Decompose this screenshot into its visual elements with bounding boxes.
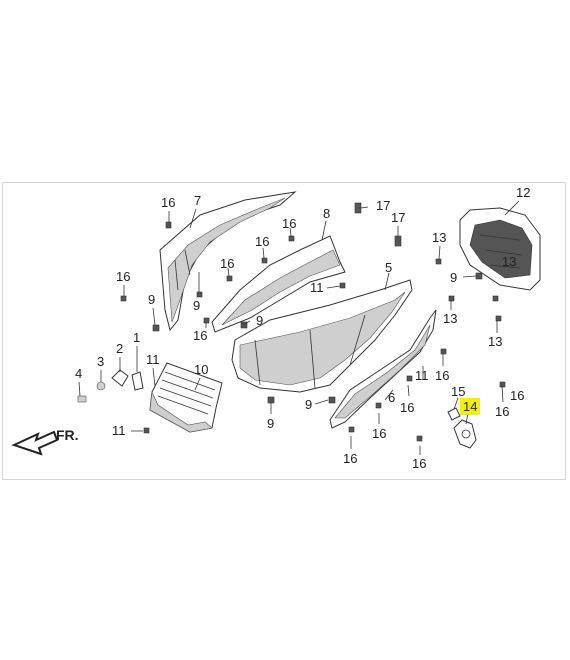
callout-6: 6 — [388, 390, 395, 405]
callout-15: 15 — [451, 384, 465, 399]
part-15-clip — [447, 407, 461, 421]
part-2-clip — [111, 369, 129, 387]
callout-13: 13 — [488, 334, 502, 349]
callout-16: 16 — [372, 426, 386, 441]
callout-labels: 4 3 2 1 11 10 11 16 9 16 7 16 16 9 16 16… — [75, 185, 530, 471]
leader-lines — [78, 200, 520, 455]
part-3-nut — [96, 381, 106, 391]
callout-11: 11 — [415, 368, 429, 383]
callout-16: 16 — [435, 368, 449, 383]
callout-4: 4 — [75, 366, 82, 381]
callout-9: 9 — [305, 397, 312, 412]
callout-3: 3 — [97, 354, 104, 369]
callout-14-highlight — [460, 398, 480, 415]
callout-12: 12 — [516, 185, 530, 200]
callout-16: 16 — [495, 404, 509, 419]
callout-2: 2 — [116, 341, 123, 356]
fasteners — [120, 202, 506, 442]
callout-16: 16 — [116, 269, 130, 284]
part-14-bracket — [453, 419, 477, 449]
callout-9: 9 — [256, 313, 263, 328]
callout-11: 11 — [146, 352, 160, 367]
part-1-grommet — [131, 371, 144, 391]
callout-13: 13 — [432, 230, 446, 245]
part-5-body-cover — [231, 279, 413, 393]
callout-8: 8 — [323, 206, 330, 221]
callout-17: 17 — [391, 210, 405, 225]
part-12-rear-box — [459, 207, 541, 291]
callout-13: 13 — [443, 311, 457, 326]
part-4-bolt — [77, 395, 87, 403]
callout-10: 10 — [194, 362, 208, 377]
part-6-lower-trim — [329, 309, 437, 429]
callout-16: 16 — [510, 388, 524, 403]
callout-16: 16 — [343, 451, 357, 466]
direction-label: FR. — [56, 427, 79, 443]
callout-16: 16 — [282, 216, 296, 231]
callout-5: 5 — [385, 260, 392, 275]
callout-9: 9 — [148, 292, 155, 307]
callout-16: 16 — [220, 256, 234, 271]
front-direction-arrow: FR. — [11, 427, 79, 456]
callout-16: 16 — [255, 234, 269, 249]
callout-11: 11 — [112, 423, 126, 438]
callout-1: 1 — [133, 330, 140, 345]
callout-16: 16 — [412, 456, 426, 471]
callout-16: 16 — [161, 195, 175, 210]
callout-9: 9 — [193, 298, 200, 313]
part-10-lower-cover — [149, 362, 223, 433]
diagram-frame — [2, 182, 566, 480]
callout-16: 16 — [193, 328, 207, 343]
callout-7: 7 — [194, 193, 201, 208]
callout-16: 16 — [400, 400, 414, 415]
part-7-side-trim — [159, 191, 297, 332]
part-8-upper-trim — [211, 235, 346, 333]
callout-11: 11 — [310, 280, 324, 295]
callout-9: 9 — [450, 270, 457, 285]
callout-14: 14 — [463, 399, 477, 414]
callout-17: 17 — [376, 198, 390, 213]
callout-13: 13 — [502, 254, 516, 269]
callout-9: 9 — [267, 416, 274, 431]
